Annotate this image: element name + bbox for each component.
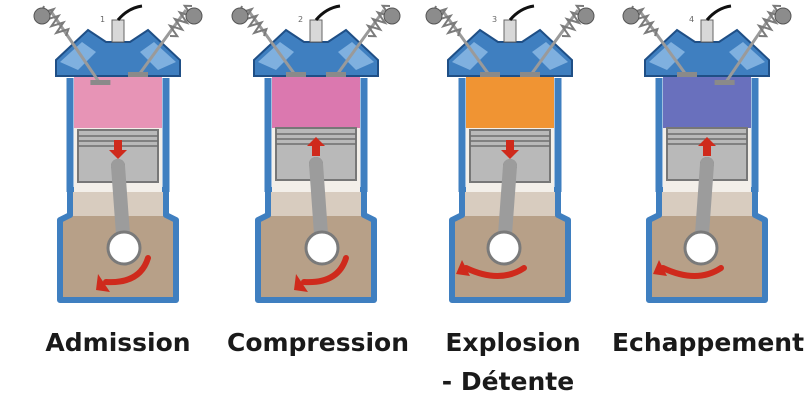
rotation-arrow-head [653,260,667,276]
exhaust-port [140,42,176,70]
spark-plug [700,19,714,43]
exhaust-rocker [774,7,792,25]
intake-valve-stem [246,9,298,77]
spark-plug-wire [705,4,732,21]
intake-valve-head [677,72,697,77]
crankshaft [683,230,719,266]
spark-plug-wire [508,4,535,21]
intake-valve-stem [48,9,102,85]
intake-rocker [622,7,640,25]
exhaust-port [532,42,568,70]
chamber-gas [466,74,554,128]
exhaust-valve-head [520,72,540,77]
rotation-arrow [463,265,527,279]
intake-port [60,42,96,70]
exhaust-rocker [185,7,203,25]
crankshaft [304,230,340,266]
intake-valve-head [286,72,306,77]
rotation-arrow-head [96,274,110,292]
label-admission: Admission [45,328,191,357]
intake-rocker [425,7,443,25]
arrow-up-icon [698,137,716,156]
stroke-number: 3 [492,15,497,24]
cylinder-walls [655,78,759,192]
intake-valve-stem [637,9,689,77]
exhaust-valve-head [326,72,346,77]
rotation-arrow [301,255,349,286]
exhaust-port [338,42,374,70]
stroke-number: 1 [100,15,105,24]
exhaust-rocker [383,7,401,25]
engine-2: 2 [231,4,401,303]
cylinder-walls [458,78,562,192]
stroke-number: 4 [689,15,694,24]
intake-port [258,42,294,70]
label-compression: Compression [226,328,410,357]
rotation-arrow-head [456,260,470,276]
spark-plug-wire [116,4,143,21]
chamber-gas [272,74,360,128]
cylinder-walls [66,78,170,192]
spark-plug-wire [314,4,341,21]
spark-plug [503,19,517,43]
chamber-gas [663,74,751,128]
rotation-arrow-head [294,274,308,292]
intake-valve-stem [440,9,492,77]
arrow-up-icon [307,137,325,156]
exhaust-rocker [577,7,595,25]
label-explosion: Explosion [445,328,581,357]
exhaust-port [729,42,765,70]
intake-port [452,42,488,70]
label-echappement: Echappement [611,328,805,357]
spark-plug [309,19,323,43]
chamber-gas [74,74,162,128]
engine-1: 1 [33,4,203,303]
label-detente: - Détente [441,367,575,396]
rotation-arrow [660,265,724,279]
engine-4: 4 [622,4,792,303]
crankshaft [106,230,142,266]
stroke-number: 2 [298,15,303,24]
arrow-down-icon [501,140,519,159]
intake-port [649,42,685,70]
exhaust-valve-head [714,80,735,85]
arrow-down-icon [109,140,127,159]
intake-valve-head [90,80,111,85]
intake-valve-head [480,72,500,77]
spark-plug [111,19,125,43]
engine-3: 3 [425,4,595,303]
cylinder-walls [264,78,368,192]
intake-rocker [231,7,249,25]
crankshaft [486,230,522,266]
exhaust-valve-head [128,72,148,77]
intake-rocker [33,7,51,25]
rotation-arrow [103,255,151,286]
